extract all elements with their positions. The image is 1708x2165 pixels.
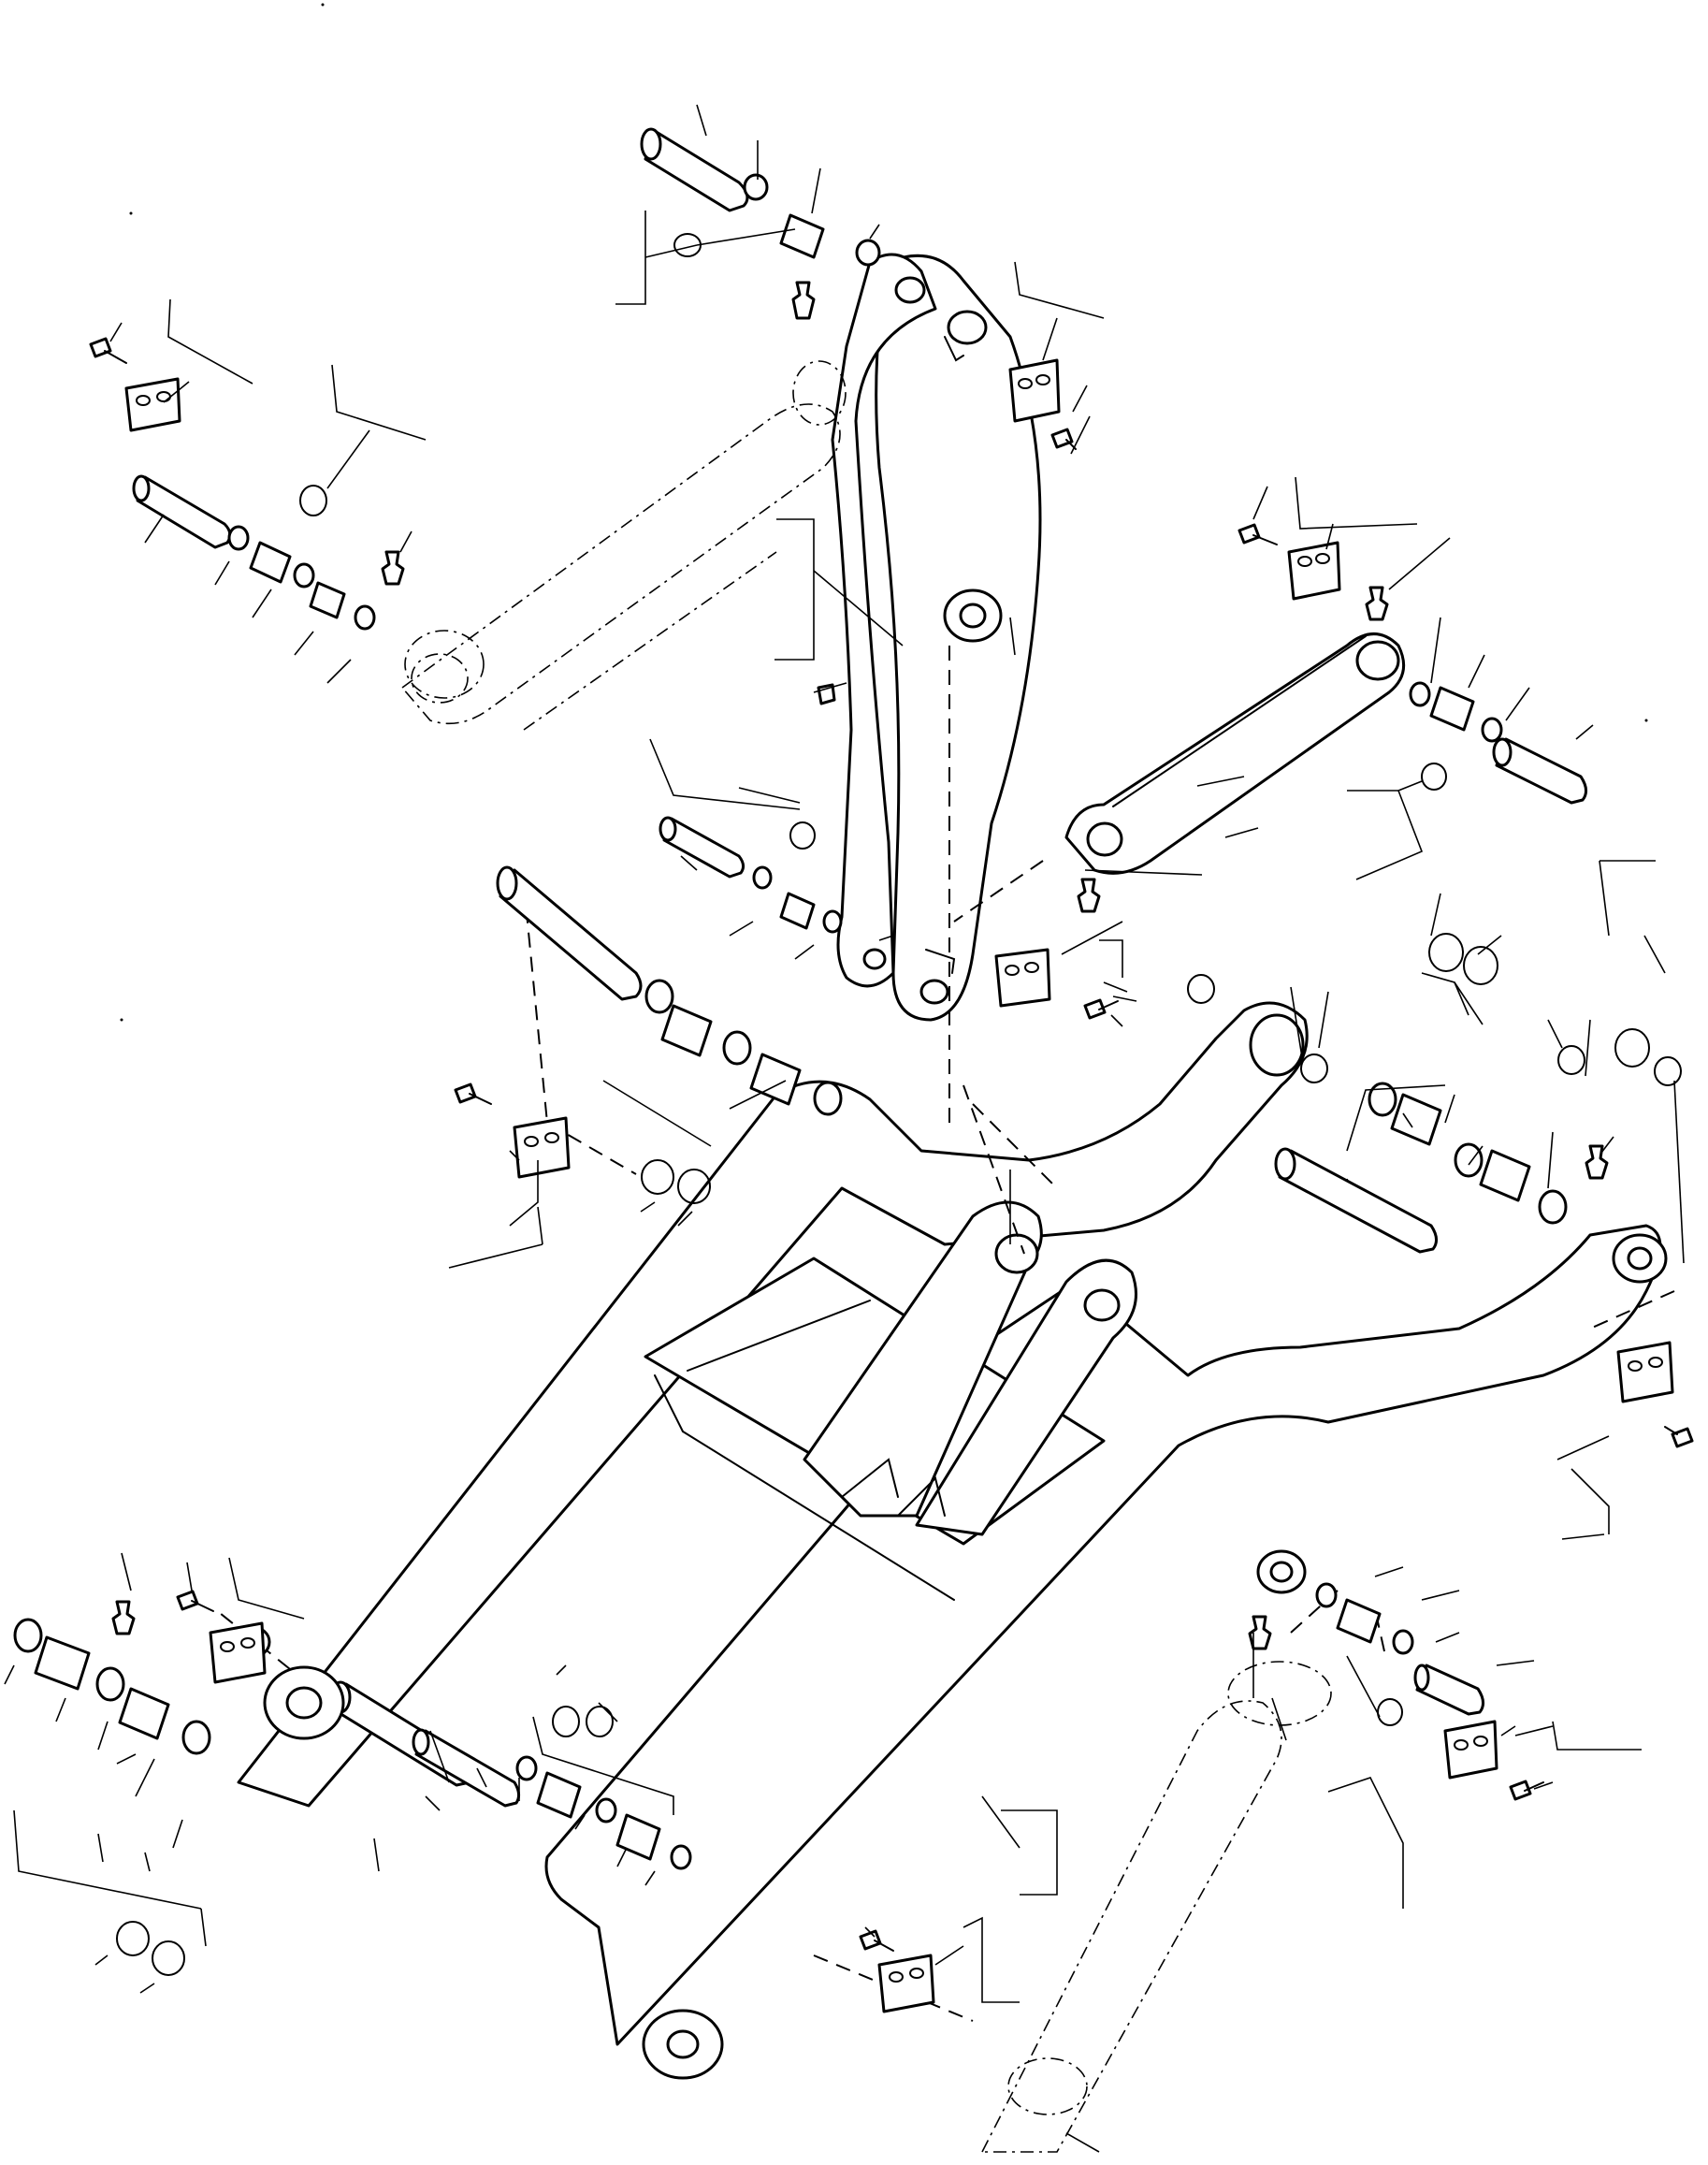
grease-fitting-icon bbox=[1077, 878, 1101, 913]
link-rod-lower-eye bbox=[1086, 821, 1123, 857]
lift-arm-right-beam bbox=[544, 1224, 1662, 2046]
pin-center-long bbox=[496, 865, 643, 1001]
lock-plate-icon bbox=[1443, 1720, 1498, 1780]
center-mount-plate-right bbox=[915, 1258, 1137, 1536]
bellcrank-center-pivot-bore bbox=[959, 603, 987, 629]
grease-fitting-icon bbox=[381, 550, 405, 586]
lock-plate-icon bbox=[1008, 358, 1061, 423]
rings-and-shims bbox=[13, 173, 1682, 1976]
lock-plate-icon bbox=[513, 1116, 571, 1179]
bolt-icon bbox=[1238, 523, 1278, 545]
tilt-cylinder-phantom bbox=[400, 360, 847, 731]
lock-plate-icon bbox=[1287, 541, 1341, 601]
pin-link-right bbox=[1492, 737, 1587, 805]
bolt-icon bbox=[1083, 998, 1119, 1020]
center-pivot-hole-left bbox=[994, 1233, 1039, 1274]
pins bbox=[132, 127, 1587, 1808]
link-rod bbox=[1064, 632, 1406, 875]
lock-plate-icon bbox=[209, 1621, 267, 1684]
bolts bbox=[89, 337, 1694, 1952]
bolt-icon bbox=[1664, 1426, 1694, 1448]
grease-fitting-icon bbox=[111, 1600, 136, 1635]
link-rod-upper-eye bbox=[1355, 640, 1400, 681]
lift-cylinder-phantom bbox=[980, 1661, 1332, 2153]
bolt-icon bbox=[859, 1929, 894, 1952]
pin-upper-left bbox=[132, 474, 232, 549]
callout-leaders bbox=[4, 104, 1685, 2153]
bolt-icon bbox=[176, 1590, 214, 1612]
bolt-icon bbox=[454, 1082, 492, 1105]
lock-plate-icon bbox=[124, 377, 181, 432]
pin-arm-right bbox=[1274, 1147, 1438, 1254]
pin-cross-center bbox=[412, 1728, 521, 1808]
lock-plate-icon bbox=[877, 1954, 935, 2013]
grease-fitting-icon bbox=[1585, 1144, 1609, 1180]
bellcrank-top-pin-hole bbox=[947, 310, 988, 345]
center-pivot-hole-right bbox=[1083, 1288, 1121, 1322]
lock-plate-icon bbox=[994, 948, 1051, 1008]
grease-fitting-icon bbox=[1248, 1615, 1272, 1650]
bolt-icon bbox=[89, 337, 127, 364]
lift-arm-left-beam bbox=[237, 1001, 1309, 1808]
grease-fitting-icon bbox=[791, 281, 816, 320]
link-rod-body bbox=[1064, 632, 1406, 875]
bellcrank-bottom-pin-hole bbox=[919, 979, 949, 1005]
pin-top bbox=[640, 127, 749, 212]
scan-marks bbox=[120, 3, 1648, 1022]
bellcrank-rear-plate bbox=[831, 253, 937, 988]
lock-plate-icon bbox=[1616, 1341, 1674, 1403]
pin-bellcrank-lower bbox=[659, 816, 745, 879]
lift-arm-frame bbox=[237, 1001, 1662, 2046]
grease-fitting-icon bbox=[1365, 586, 1389, 621]
lock-plates bbox=[124, 358, 1674, 2013]
bolt-icon bbox=[1050, 428, 1077, 450]
bolt-icon bbox=[1509, 1780, 1544, 1801]
pin-lift-cyl bbox=[1413, 1664, 1484, 1716]
bellcrank-rear-top-hole bbox=[894, 276, 926, 304]
